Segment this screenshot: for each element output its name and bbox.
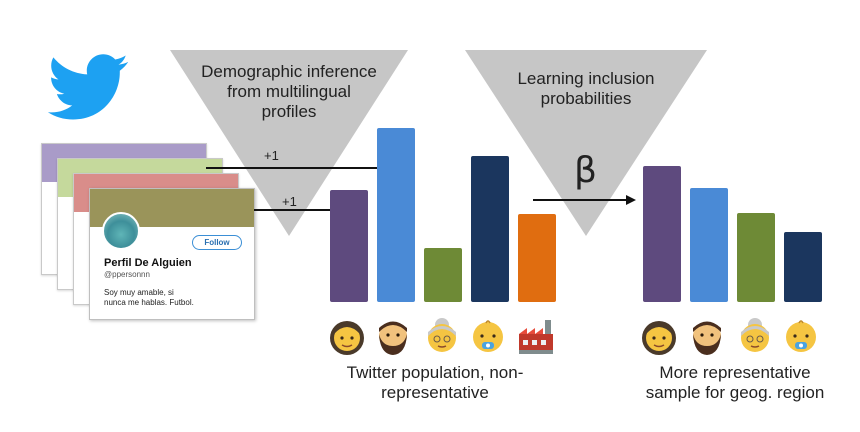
funnel-left — [170, 50, 408, 236]
profile-bio-line2: nunca me hablas. Futbol. — [104, 298, 194, 307]
profile-bio-line1: Soy muy amable, si — [104, 288, 174, 297]
beta-label: β — [574, 150, 597, 191]
funnel-right — [465, 50, 707, 236]
chart-left — [330, 128, 556, 302]
bar-baby — [784, 232, 822, 302]
arrow-top-label: +1 — [264, 148, 279, 163]
profile-handle: @ppersonnn — [104, 270, 150, 279]
avatar — [102, 212, 140, 250]
caption-right-line2: sample for geog. region — [645, 383, 825, 402]
bar-baby — [471, 156, 509, 302]
funnel-right-text: Learning inclusion probabilities — [465, 69, 707, 109]
caption-left-line2: representative — [381, 383, 489, 402]
bar-bearded-man — [690, 188, 728, 302]
twitter-bird-icon — [47, 54, 128, 120]
old-woman-icon — [741, 318, 769, 352]
bar-bearded-man — [377, 128, 415, 302]
follow-button[interactable]: Follow — [192, 235, 242, 250]
funnel-left-line3: profiles — [261, 102, 317, 121]
bar-old-woman — [737, 213, 775, 302]
funnel-left-text: Demographic inference from multilingual … — [170, 62, 408, 122]
caption-left-line1: Twitter population, non- — [346, 363, 524, 382]
caption-left: Twitter population, non- representative — [320, 363, 550, 403]
bar-factory — [518, 214, 556, 302]
funnel-left-line2: from multilingual — [227, 82, 351, 101]
woman-icon — [330, 321, 364, 355]
funnel-left-line1: Demographic inference — [201, 62, 377, 81]
bar-woman — [643, 166, 681, 302]
bearded-man-icon — [379, 321, 407, 355]
factory-icon — [519, 320, 553, 354]
woman-icon — [642, 321, 676, 355]
bar-woman — [330, 190, 368, 302]
caption-right-line1: More representative — [659, 363, 811, 382]
old-woman-icon — [428, 318, 456, 352]
funnel-right-line1: Learning inclusion — [517, 69, 655, 88]
profile-name: Perfil De Alguien — [104, 257, 192, 269]
twitter-logo — [30, 40, 145, 132]
arrow-bottom-label: +1 — [282, 194, 297, 209]
baby-icon — [786, 320, 816, 352]
bar-old-woman — [424, 248, 462, 302]
profile-bio: Soy muy amable, si nunca me hablas. Futb… — [104, 288, 234, 308]
caption-right: More representative sample for geog. reg… — [625, 363, 845, 403]
bearded-man-icon — [693, 321, 721, 355]
funnel-right-line2: probabilities — [540, 89, 632, 108]
profile-card-front: Follow Perfil De Alguien @ppersonnn Soy … — [89, 188, 255, 320]
baby-icon — [473, 320, 503, 352]
chart-right — [643, 166, 822, 302]
